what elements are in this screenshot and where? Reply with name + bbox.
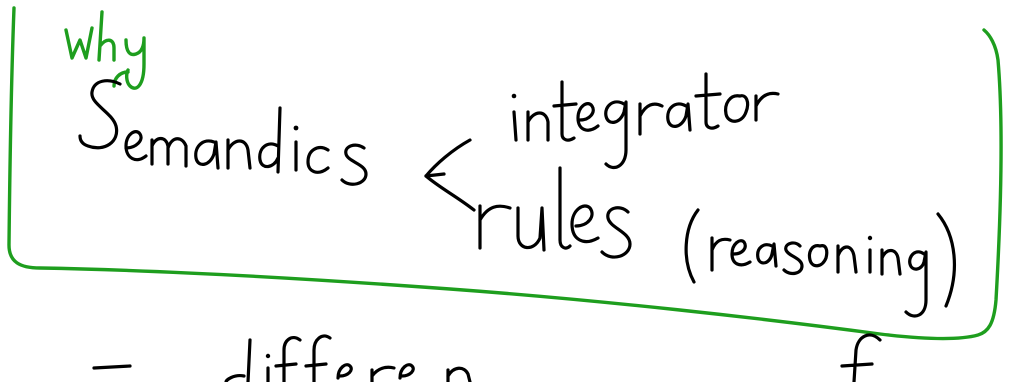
rules-word — [478, 166, 632, 259]
reasoning-parenthetical — [684, 208, 956, 318]
green-box-outline — [7, 6, 1003, 341]
semantics-word — [78, 79, 368, 186]
branch-arrow — [424, 138, 476, 212]
integrator-word — [511, 72, 780, 170]
why-annotation — [64, 10, 146, 90]
partial-bottom-line — [92, 333, 882, 382]
